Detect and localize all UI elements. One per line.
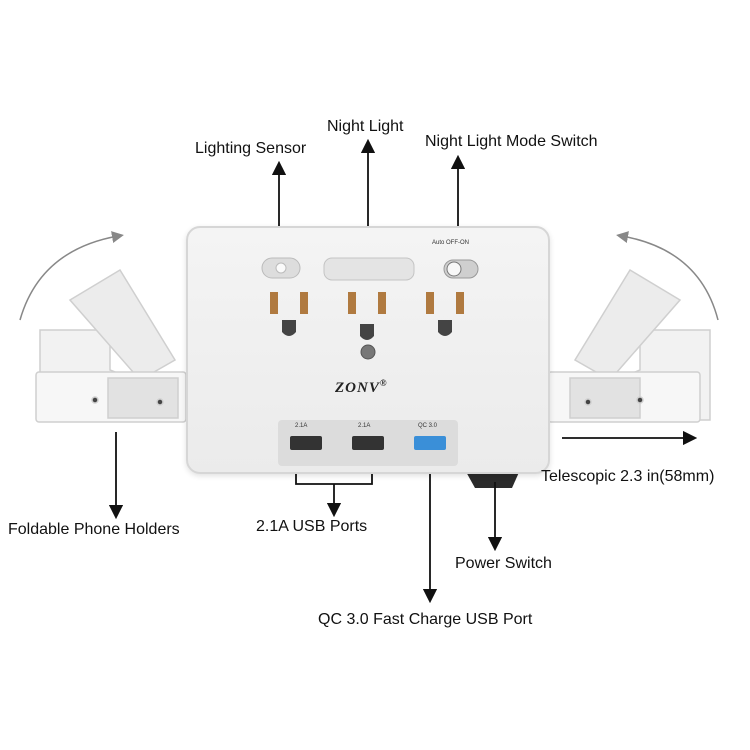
label-power-switch: Power Switch	[455, 555, 552, 572]
label-telescopic: Telescopic 2.3 in(58mm)	[541, 468, 715, 485]
left-phone-holder	[35, 268, 187, 423]
usb-port-1	[290, 436, 322, 450]
outlet-1	[270, 292, 308, 336]
device-details	[261, 257, 479, 466]
mode-switch-label: Auto OFF-ON	[432, 240, 470, 246]
label-mode-switch: Night Light Mode Switch	[425, 133, 598, 150]
usb-1-label: 2.1A	[295, 423, 308, 429]
rotate-arc-left	[19, 231, 124, 321]
usb-port-qc	[414, 436, 446, 450]
label-qc-port: QC 3.0 Fast Charge USB Port	[318, 611, 533, 628]
label-phone-holders: Foldable Phone Holders	[8, 521, 180, 538]
brand-logo: ZONV®	[335, 378, 388, 396]
label-night-light: Night Light	[327, 118, 404, 135]
outlet-2	[348, 292, 386, 340]
power-switch-shape	[465, 470, 520, 488]
night-light-shape	[323, 257, 415, 281]
label-usb-ports: 2.1A USB Ports	[256, 518, 368, 535]
usb-port-2	[352, 436, 384, 450]
right-phone-holder	[547, 268, 711, 423]
label-lighting-sensor: Lighting Sensor	[195, 140, 307, 157]
power-strip-body: ZONV® 2.1A 2.1A QC 3.0 Auto OFF-ON	[186, 226, 550, 474]
usb-2-label: 2.1A	[358, 423, 371, 429]
usb-qc-label: QC 3.0	[418, 423, 438, 429]
rotate-arc-right	[616, 231, 719, 321]
outlet-3	[426, 292, 464, 336]
center-screw	[360, 344, 376, 360]
